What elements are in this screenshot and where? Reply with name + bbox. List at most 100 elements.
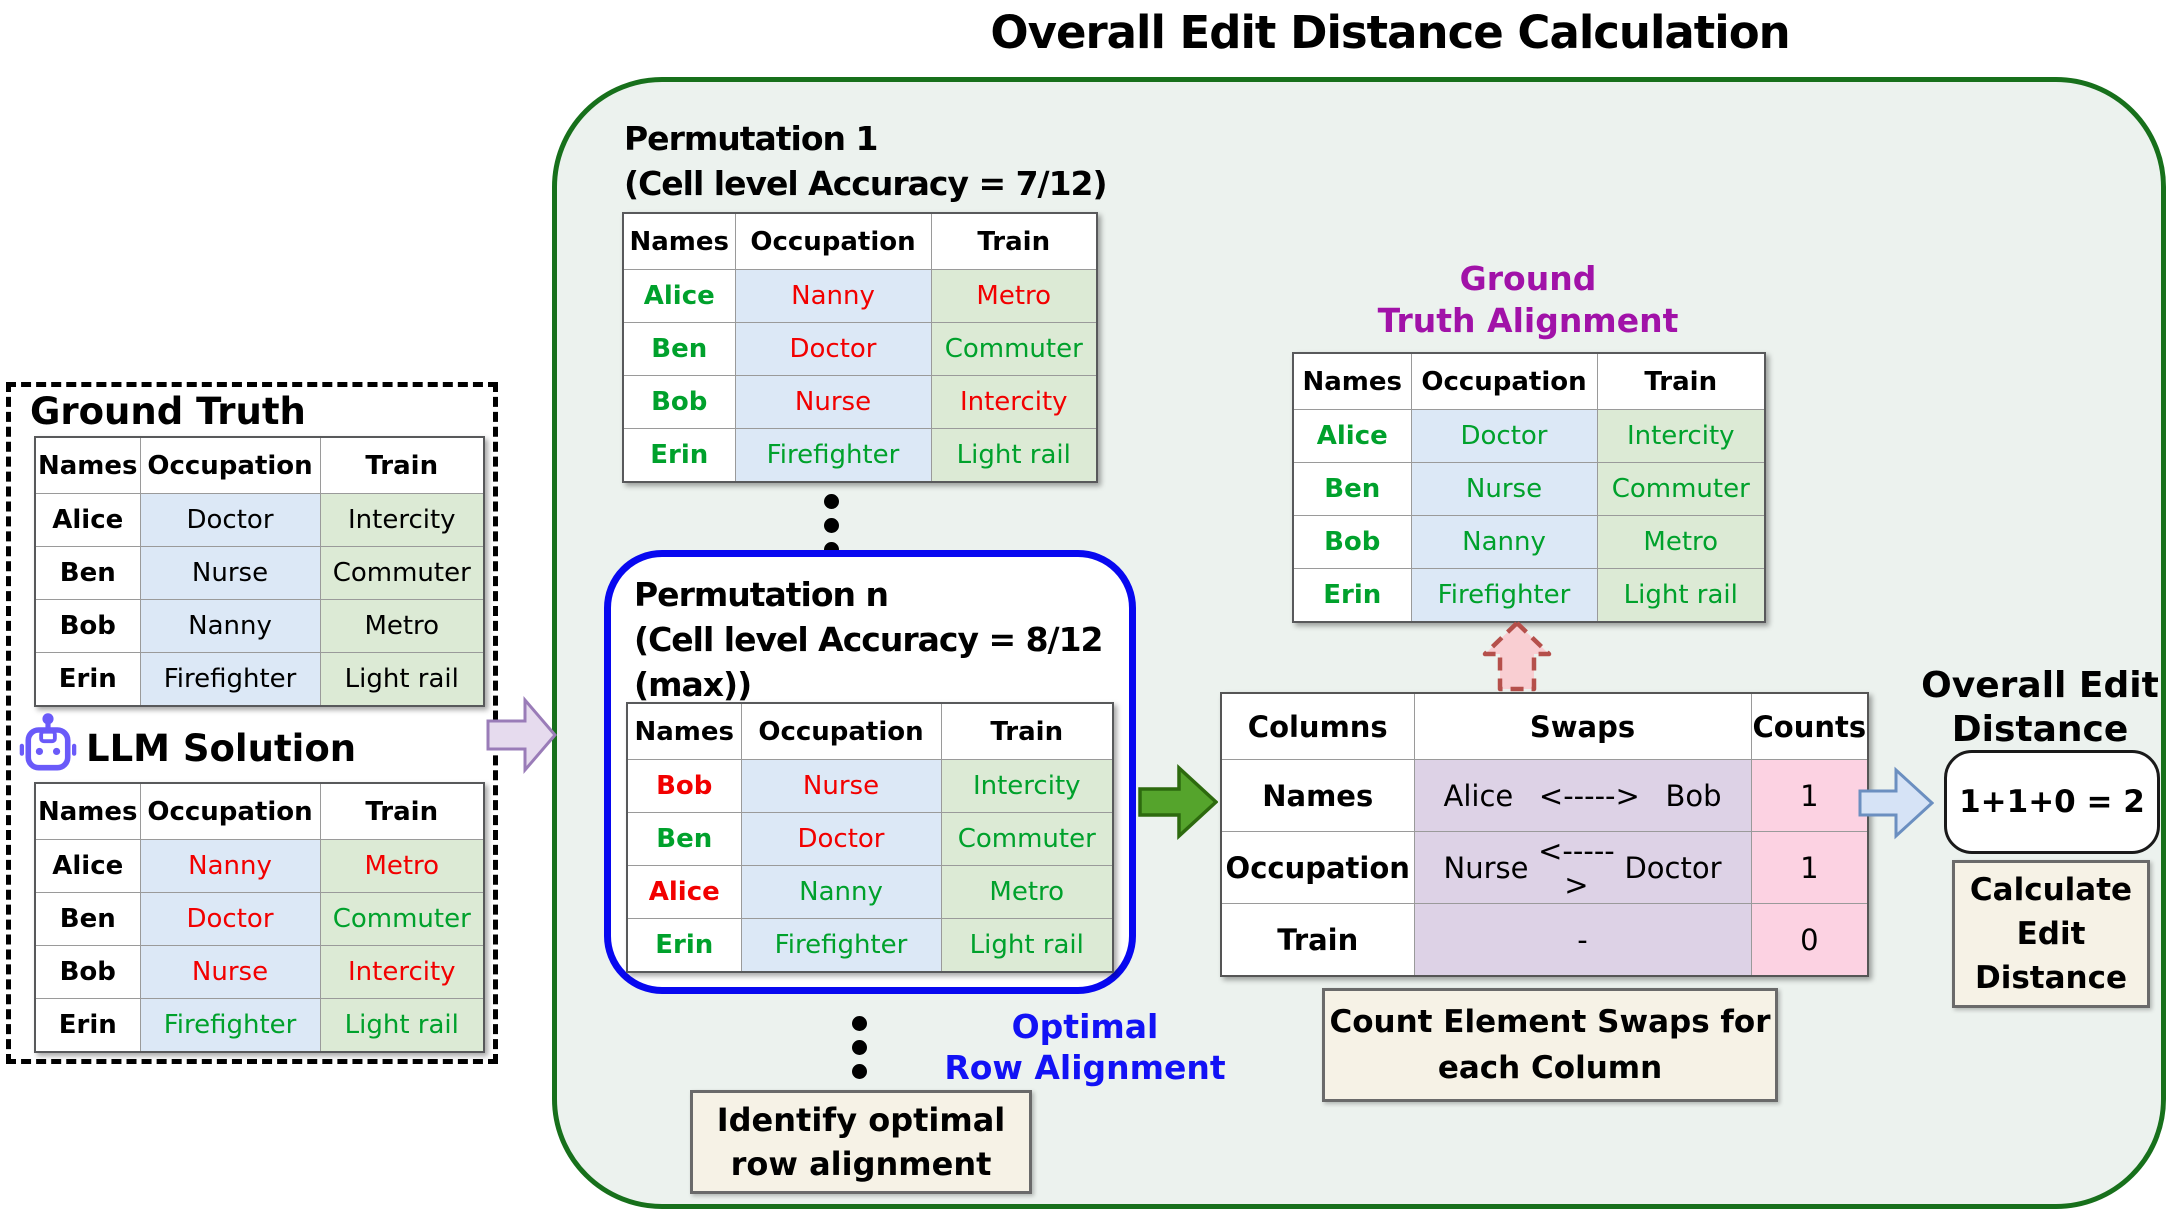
table-cell: Alice — [34, 839, 141, 893]
table-cell: Bob — [626, 759, 742, 813]
column-header: Names — [1292, 352, 1412, 410]
optimal-row-alignment-line: Row Alignment — [944, 1048, 1226, 1087]
table-cell: Light rail — [930, 428, 1098, 483]
table-cell: Commuter — [930, 322, 1098, 376]
note-line: row alignment — [730, 1145, 992, 1183]
swaps-to-result-arrow-icon — [1858, 766, 1934, 840]
swap-arrow: - — [1577, 922, 1588, 957]
header-row: Columns Swaps Counts — [1220, 692, 1869, 760]
table-row: Names Alice <-----> Bob 1 — [1220, 759, 1869, 832]
table-cell: Alice — [34, 493, 141, 547]
table-cell: Firefighter — [1410, 568, 1598, 623]
table-cell: Doctor — [1410, 409, 1598, 463]
robot-icon — [19, 713, 77, 771]
column-header: Train — [319, 782, 485, 840]
permutation-n-accuracy: (Cell level Accuracy = 8/12 — [634, 620, 1104, 659]
table-cell: Metro — [319, 599, 485, 653]
table-cell: Nurse — [1410, 462, 1598, 516]
table-cell: Nurse — [139, 945, 321, 999]
table-cell: Ben — [1292, 462, 1412, 516]
table-cell: Firefighter — [139, 652, 321, 707]
swap-right: Bob — [1665, 778, 1722, 813]
table-cell: Doctor — [139, 493, 321, 547]
ellipsis-dots — [852, 1016, 867, 1079]
note-line: Calculate — [1969, 872, 2133, 908]
column-header: Names — [34, 436, 141, 494]
column-header: Occupation — [139, 436, 321, 494]
swap-right: Doctor — [1624, 850, 1722, 885]
permutation-1-title: Permutation 1 (Cell level Accuracy = 7/1… — [624, 116, 1108, 206]
input-to-permutations-arrow-icon — [486, 695, 557, 775]
table-cell: Nurse — [740, 759, 942, 813]
table-cell: Commuter — [319, 546, 485, 600]
table-cell: Names — [1220, 759, 1415, 832]
table-cell: Erin — [34, 652, 141, 707]
table-cell: Ben — [34, 892, 141, 946]
table-cell: Nanny — [139, 839, 321, 893]
table-cell: Bob — [1292, 515, 1412, 569]
diagram-title: Overall Edit Distance Calculation — [990, 6, 1790, 59]
swap-arrow: <-----> — [1538, 833, 1615, 902]
table-cell: Light rail — [940, 918, 1114, 973]
table-cell: Erin — [622, 428, 736, 483]
swap-cell: Nurse <-----> Doctor — [1413, 831, 1752, 904]
table-cell: Commuter — [319, 892, 485, 946]
overall-edit-distance-title: Overall Edit Distance — [1912, 664, 2168, 752]
table-row: Train - 0 — [1220, 903, 1869, 977]
overall-edit-distance-line: Distance — [1951, 709, 2129, 750]
table-cell: Ben — [622, 322, 736, 376]
swap-counts-table: Columns Swaps Counts Names Alice <----->… — [1220, 692, 1870, 977]
permutation-n-max: (max)) — [634, 665, 752, 704]
swap-left: Alice — [1443, 778, 1514, 813]
table-cell: Doctor — [734, 322, 932, 376]
permutation-1-title-line: Permutation 1 — [624, 119, 878, 158]
permutation-1-accuracy: (Cell level Accuracy = 7/12) — [624, 164, 1108, 203]
column-header: Swaps — [1413, 692, 1752, 760]
table-cell: Bob — [622, 375, 736, 429]
table-cell: Intercity — [940, 759, 1114, 813]
table-cell: Nanny — [740, 865, 942, 919]
table-cell: Doctor — [139, 892, 321, 946]
column-header: Train — [930, 212, 1098, 270]
optimal-row-alignment-label: Optimal Row Alignment — [940, 1006, 1230, 1088]
table-cell: Light rail — [319, 652, 485, 707]
table-cell: Commuter — [940, 812, 1114, 866]
table-cell: Ben — [34, 546, 141, 600]
table-cell: Intercity — [319, 945, 485, 999]
alignment-reference-up-arrow-icon — [1482, 620, 1552, 692]
table-cell: Light rail — [1596, 568, 1766, 623]
table-cell: Nanny — [1410, 515, 1598, 569]
ellipsis-dots — [824, 494, 839, 557]
column-header: Train — [940, 702, 1114, 760]
column-header: Train — [1596, 352, 1766, 410]
permutation-n-title-line: Permutation n — [634, 575, 889, 614]
table-row: Occupation Nurse <-----> Doctor 1 — [1220, 831, 1869, 904]
table-cell: Metro — [940, 865, 1114, 919]
table-cell: Nurse — [139, 546, 321, 600]
llm-solution-label: LLM Solution — [86, 727, 357, 770]
column-header: Columns — [1220, 692, 1415, 760]
